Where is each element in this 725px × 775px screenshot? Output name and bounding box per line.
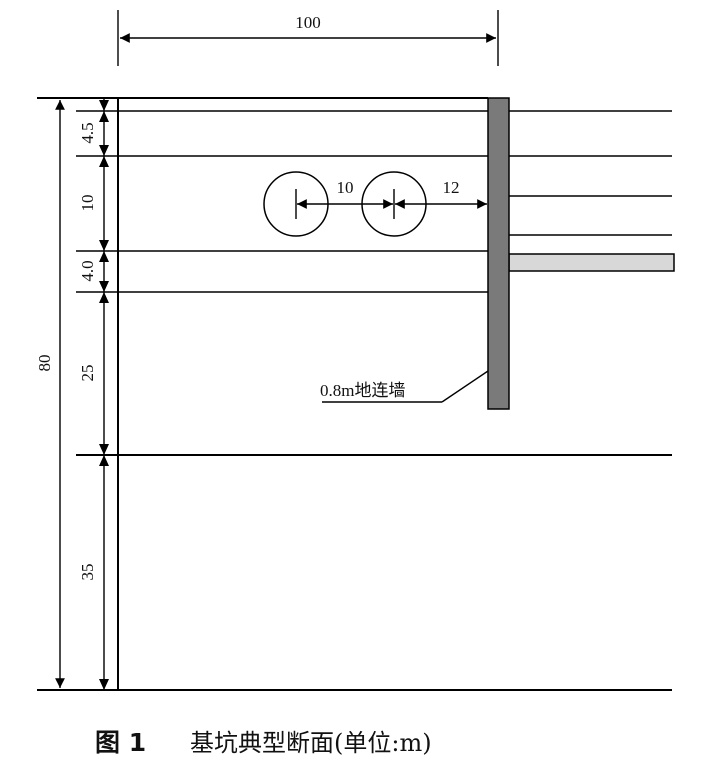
layer-1-thickness: 4.5: [78, 122, 97, 143]
layer-3-thickness: 4.0: [78, 260, 97, 281]
caption-figure-number: 图 1: [95, 728, 146, 757]
total-depth-dimension: 80: [35, 100, 65, 688]
layer-5-thickness: 35: [78, 564, 97, 581]
wall-label-callout: 0.8m地连墙: [320, 370, 489, 403]
tunnels: 10 12: [263, 171, 487, 237]
excavation-levels: [509, 110, 672, 236]
tunnel-wall-distance-label: 12: [443, 178, 460, 197]
support-strut: [508, 253, 675, 272]
layer-2-thickness: 10: [78, 195, 97, 212]
diaphragm-wall: [487, 97, 510, 410]
stratum-lines: [76, 110, 672, 456]
total-depth-label: 80: [35, 355, 54, 372]
tunnel-spacing-label: 10: [337, 178, 354, 197]
top-width-dimension: 100: [117, 10, 499, 66]
wall-label: 0.8m地连墙: [320, 381, 405, 400]
top-width-label: 100: [295, 13, 321, 32]
layer-dimensions: 4.5 10 4.0 25 35: [78, 98, 109, 690]
soil-model-boundary: [37, 97, 672, 691]
caption-text: 基坑典型断面(单位:m): [190, 729, 432, 757]
figure-caption: 图 1 基坑典型断面(单位:m): [95, 728, 432, 757]
layer-4-thickness: 25: [78, 365, 97, 382]
